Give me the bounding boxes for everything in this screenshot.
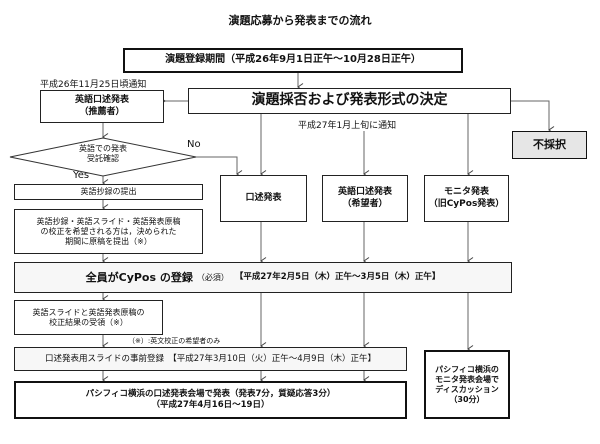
decision-text: 演題採否および発表形式の決定 <box>251 92 448 109</box>
final-oral-box: パシフィコ横浜の口述発表会場で発表（発表7分，質疑応答3分） （平成27年4月1… <box>14 381 407 419</box>
english-oral-recommended-box: 英語口述発表 （推薦者） <box>40 90 164 123</box>
rejected-box: 不採択 <box>512 131 587 159</box>
proofread-result-box: 英語スライドと英語発表原稿の 校正結果の受領（※） <box>14 300 163 335</box>
monitor-box: モニタ発表 （旧CyPos発表） <box>424 175 509 222</box>
proofreading-request-box: 英語抄録・英語スライド・英語発表原稿 の校正を希望される方は，決められた 期間に… <box>14 209 203 254</box>
final-monitor-box: パシフィコ横浜の モニタ発表会場で ディスカッション （30分） <box>424 350 510 419</box>
monitor-line2: （旧CyPos発表） <box>428 198 505 209</box>
english-applicant-line2: （希望者） <box>342 198 388 209</box>
cypos-registration-box: 全員がCyPos の登録 （必須） 【平成27年2月5日（木）正午〜3月5日（木… <box>14 262 512 293</box>
oral-text: 口述発表 <box>245 192 282 203</box>
slide-preregistration-box: 口述発表用スライドの事前登録 【平成27年3月10日（火）正午〜4月9日（木）正… <box>14 347 407 371</box>
oral-box: 口述発表 <box>220 175 307 222</box>
english-applicant-line1: 英語口述発表 <box>337 187 392 198</box>
final-oral-line2: （平成27年4月16日〜19日） <box>151 400 270 410</box>
decision-box: 演題採否および発表形式の決定 <box>188 88 511 114</box>
cypos-main: 全員がCyPos の登録 <box>85 270 193 284</box>
submit-abstract-text: 英語抄録の提出 <box>80 187 137 196</box>
final-monitor-line2: モニタ発表会場で <box>435 374 499 384</box>
branch-no-label: No <box>187 139 201 150</box>
monitor-line1: モニタ発表 <box>443 187 489 198</box>
page-title: 演題応募から発表までの流れ <box>228 14 372 27</box>
cypos-required: （必須） <box>196 272 229 282</box>
proofreading-line1: 英語抄録・英語スライド・英語発表原稿 <box>36 216 181 226</box>
decision-diamond <box>9 137 197 177</box>
proofreading-line2: の校正を希望される方は，決められた <box>40 226 177 236</box>
diamond-text: 英語での発表 受託確認 <box>10 144 196 165</box>
arrow-decision-to-rejected <box>510 100 555 134</box>
proofread-result-line2: 校正結果の受領（※） <box>49 317 128 327</box>
submit-abstract-box: 英語抄録の提出 <box>14 184 203 200</box>
english-oral-recommended-line2: （推薦者） <box>79 106 125 117</box>
final-monitor-line3: ディスカッション <box>435 384 499 394</box>
english-oral-applicant-box: 英語口述発表 （希望者） <box>322 175 408 222</box>
branch-yes-label: Yes <box>73 170 90 181</box>
notice-english-oral: 平成26年11月25日頃通知 <box>40 80 147 90</box>
footnote: （※）:英文校正の希望者のみ <box>128 337 221 345</box>
diamond-line1: 英語での発表 <box>79 144 127 153</box>
proofread-result-line1: 英語スライドと英語発表原稿の <box>32 307 145 317</box>
cypos-period: 【平成27年2月5日（木）正午〜3月5日（木）正午】 <box>234 272 441 283</box>
english-oral-recommended-line1: 英語口述発表 <box>74 95 129 106</box>
arrow-diamond-no <box>196 156 243 178</box>
registration-period-box: 演題登録期間（平成26年9月1日正午〜10月28日正午） <box>123 48 463 73</box>
final-oral-line1: パシフィコ横浜の口述発表会場で発表（発表7分，質疑応答3分） <box>85 389 336 400</box>
slide-preregistration-text: 口述発表用スライドの事前登録 【平成27年3月10日（火）正午〜4月9日（木）正… <box>44 353 377 364</box>
final-monitor-line1: パシフィコ横浜の <box>435 364 499 374</box>
rejected-text: 不採択 <box>533 138 566 152</box>
diamond-line2: 受託確認 <box>87 154 119 164</box>
notice-decision: 平成27年1月上旬に通知 <box>298 118 397 131</box>
registration-period-text: 演題登録期間（平成26年9月1日正午〜10月28日正午） <box>165 54 421 66</box>
final-monitor-line4: （30分） <box>449 394 485 404</box>
proofreading-line3: 期間に原稿を提出（※） <box>65 236 152 246</box>
